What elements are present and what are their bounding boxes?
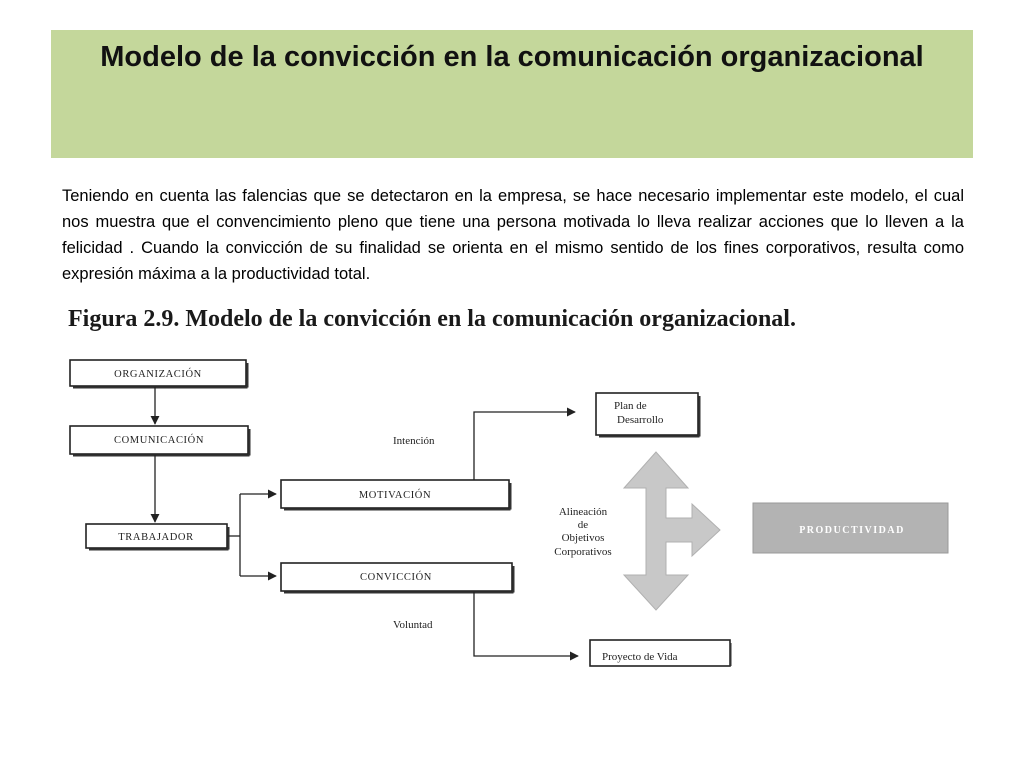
node-proyecto-vida: Proyecto de Vida: [589, 639, 732, 667]
node-comunicacion-label: COMUNICACIÓN: [114, 434, 204, 446]
alineacion-line-1: Alineación: [559, 506, 608, 518]
node-plan-desarrollo: Plan de Desarrollo: [595, 392, 701, 438]
alineacion-line-2: de: [578, 519, 589, 531]
node-plan-label-1: Plan de: [614, 400, 647, 412]
arrow-voluntad: [473, 592, 579, 661]
node-motivacion-label: MOTIVACIÓN: [359, 489, 431, 501]
node-proyecto-label: Proyecto de Vida: [602, 651, 678, 663]
node-organizacion: ORGANIZACIÓN: [69, 359, 249, 389]
node-conviccion-label: CONVICCIÓN: [360, 571, 432, 583]
label-intencion: Intención: [393, 435, 435, 447]
label-alineacion: Alineación de Objetivos Corporativos: [554, 506, 611, 558]
arrow-intencion: [473, 407, 576, 480]
alineacion-line-3: Objetivos: [562, 532, 605, 544]
node-trabajador: TRABAJADOR: [85, 523, 230, 551]
node-conviccion: CONVICCIÓN: [280, 562, 515, 594]
node-productividad-label: PRODUCTIVIDAD: [799, 525, 905, 536]
node-organizacion-label: ORGANIZACIÓN: [114, 368, 202, 380]
slide-title: Modelo de la convicción en la comunicaci…: [100, 41, 924, 73]
figure-title: Figura 2.9. Modelo de la convicción en l…: [68, 306, 796, 332]
body-paragraph: Teniendo en cuenta las falencias que se …: [62, 187, 964, 283]
node-comunicacion: COMUNICACIÓN: [69, 425, 251, 457]
node-motivacion: MOTIVACIÓN: [280, 479, 512, 511]
alineacion-line-4: Corporativos: [554, 546, 611, 558]
alignment-arrow-icon: [622, 451, 721, 611]
node-plan-label-2: Desarrollo: [617, 414, 664, 426]
node-productividad: PRODUCTIVIDAD: [752, 502, 949, 554]
slide-header: Modelo de la convicción en la comunicaci…: [51, 30, 973, 158]
label-voluntad: Voluntad: [393, 619, 433, 631]
node-trabajador-label: TRABAJADOR: [118, 532, 193, 543]
